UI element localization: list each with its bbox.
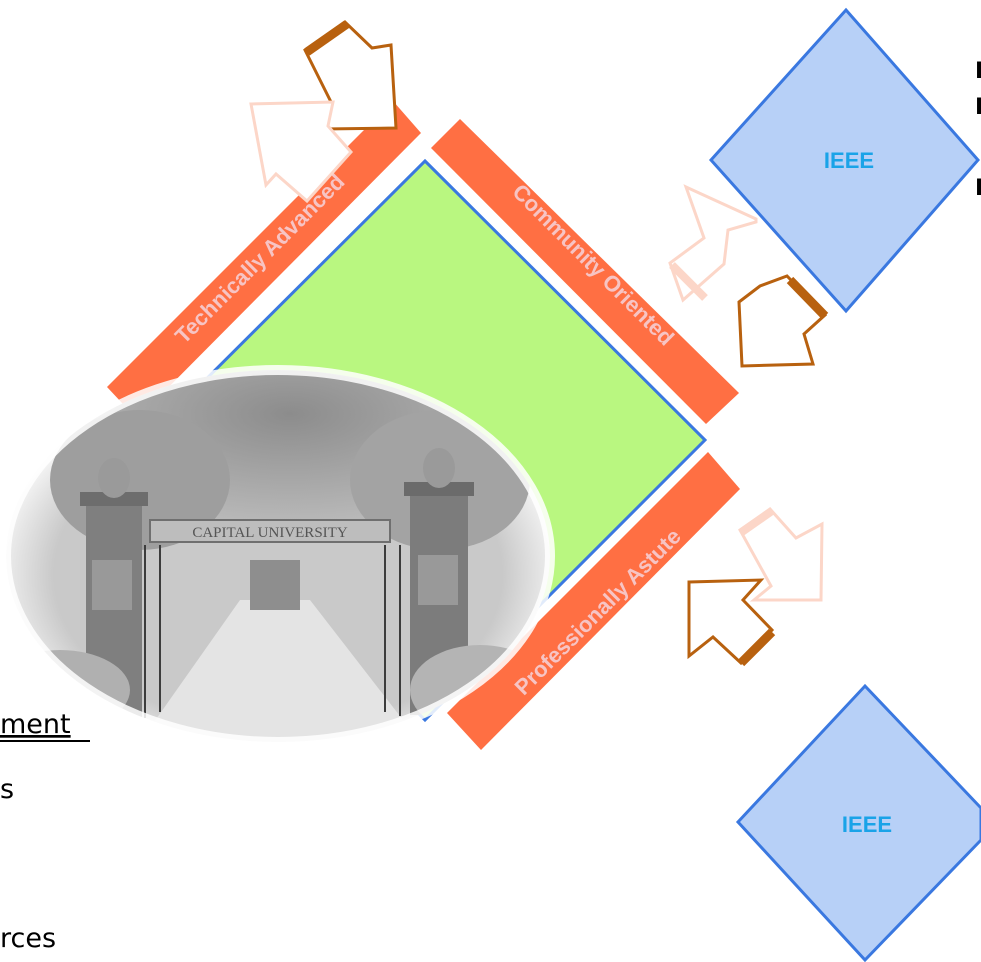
ieee-node-top-label: IEEE (824, 148, 874, 173)
ieee-node-top[interactable] (708, 7, 980, 314)
right-edge-text-1: I (975, 59, 981, 84)
left-text-line-1: ment (0, 709, 71, 740)
light-arrow-right-lower (738, 507, 824, 602)
band-technically-advanced (107, 101, 421, 419)
ieee-node-bottom-label: IEEE (842, 812, 892, 837)
light-arrow-right-upper (668, 184, 758, 303)
light-arrow-topleft (249, 100, 354, 204)
ieee-node-bottom[interactable] (735, 683, 981, 962)
right-edge-text-2: I (975, 95, 981, 120)
band-professionally-astute (447, 452, 740, 750)
right-edge-text-3: I (975, 176, 981, 201)
left-text-line-3: rces (0, 923, 56, 954)
dark-arrow-right-upper (737, 274, 829, 368)
photo-sign-text: CAPITAL UNIVERSITY (192, 525, 347, 541)
band-community-oriented (431, 119, 739, 424)
left-text-line-2: s (0, 774, 14, 805)
dark-arrow-right-lower (687, 578, 776, 667)
